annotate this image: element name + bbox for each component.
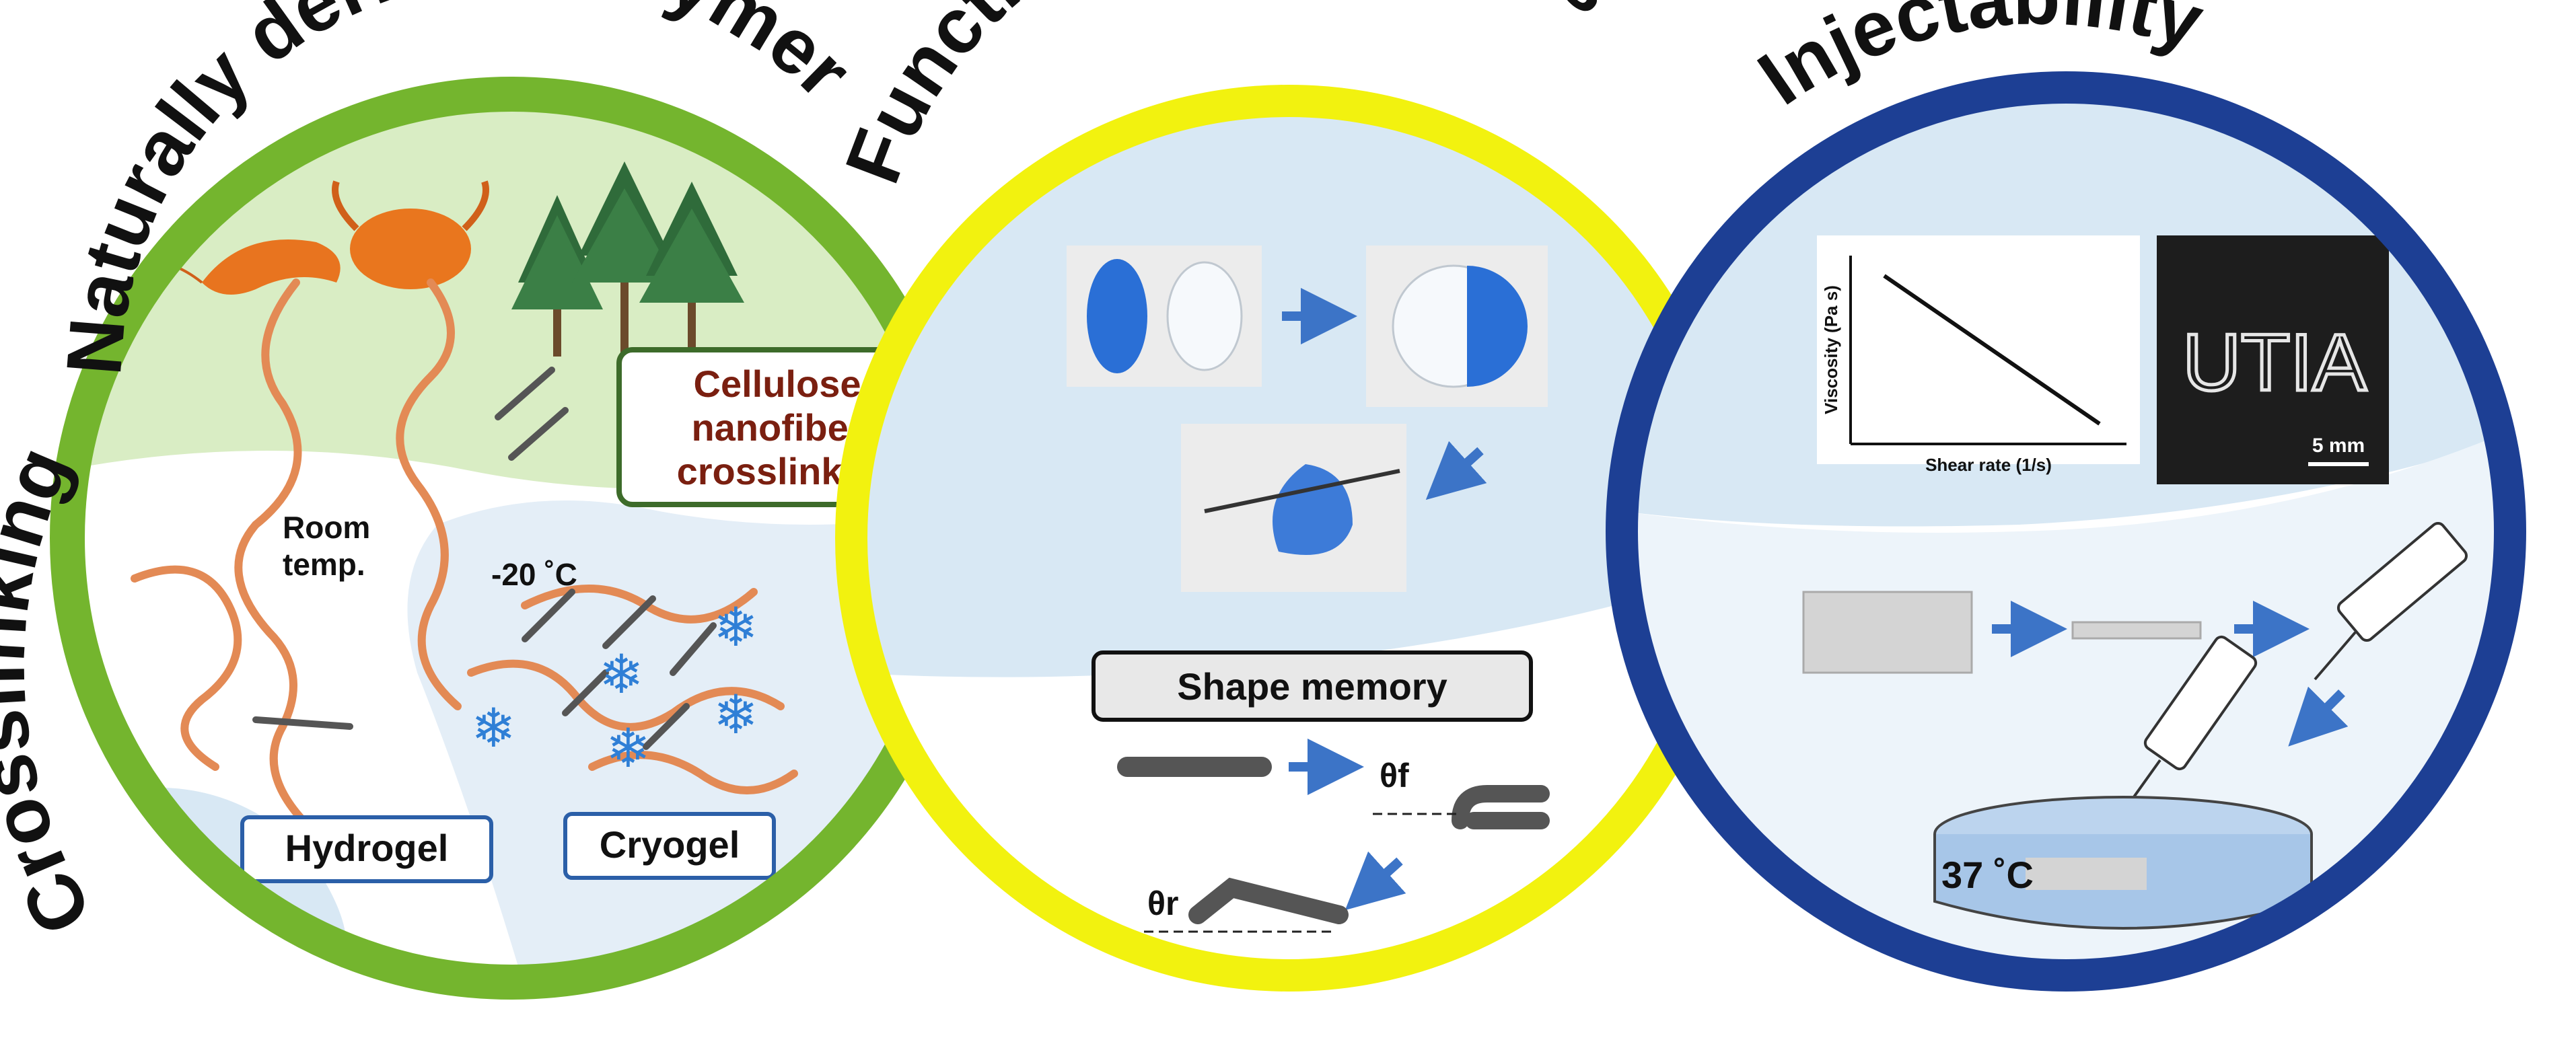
viscosity-curve <box>1883 274 2101 426</box>
snowflake-icons: ❄ ❄ ❄ ❄ ❄ <box>471 596 758 780</box>
crosslinker-rods <box>252 367 717 750</box>
gel-filament <box>2071 621 2202 640</box>
arrow-7 <box>2288 686 2349 747</box>
theta-f-label: θf <box>1380 757 1409 794</box>
svg-text:❄: ❄ <box>471 697 516 759</box>
arrow-4 <box>1345 851 1406 911</box>
crosslinker-line2: nanofiber <box>691 406 863 449</box>
syringe-icon-2 <box>2125 635 2258 809</box>
petri-dish <box>1933 796 2313 930</box>
straight-strip <box>1117 757 1272 777</box>
right-panel: Viscosity (Pa s) Shear rate (1/s) UTIA 5… <box>1606 71 2526 992</box>
cryogel-label: Cryogel <box>600 823 740 866</box>
hydrogel-box <box>240 815 493 883</box>
middle-blue-background <box>851 101 1726 677</box>
plot-xlabel: Shear rate (1/s) <box>1925 455 2052 475</box>
room-temp-line1: Room <box>283 510 370 545</box>
svg-text:❄: ❄ <box>713 683 758 746</box>
left-panel: ❄ ❄ ❄ ❄ ❄ Cellulose nanofiber crosslinke… <box>50 77 973 1000</box>
shape-memory-label: Shape memory <box>1177 665 1447 708</box>
theta-r-label: θr <box>1147 885 1178 922</box>
blue-ring <box>1606 71 2526 992</box>
hydrogel-label: Hydrogel <box>285 827 449 869</box>
arrow-2 <box>1425 441 1487 500</box>
room-temp-line2: temp. <box>283 547 365 582</box>
cold-temp-label: -20 ˚C <box>491 557 577 592</box>
gel-block <box>1802 591 1973 674</box>
folded-strip <box>1452 785 1550 829</box>
syringe-icon-1 <box>2314 521 2468 681</box>
scale-bar-label: 5 mm <box>2312 435 2365 457</box>
printed-photo <box>2157 235 2389 484</box>
temperature-label: 37 ˚C <box>1941 854 2034 896</box>
shape-memory-box <box>1092 650 1533 722</box>
svg-text:❄: ❄ <box>713 596 758 659</box>
printed-text: UTIA <box>2182 317 2366 408</box>
plot-ylabel: Viscosity (Pa s) <box>1821 285 1841 414</box>
crab-icon <box>332 180 489 289</box>
cryogel-box <box>563 812 776 880</box>
svg-text:❄: ❄ <box>606 717 651 780</box>
middle-panel: Shape memory θf θr <box>835 85 1742 992</box>
crosslinker-line1: Cellulose <box>694 363 861 405</box>
viscosity-plot: Viscosity (Pa s) Shear rate (1/s) <box>1817 235 2140 475</box>
trees-icon <box>511 161 744 357</box>
recovered-strip <box>1188 877 1349 924</box>
svg-text:❄: ❄ <box>599 643 644 706</box>
